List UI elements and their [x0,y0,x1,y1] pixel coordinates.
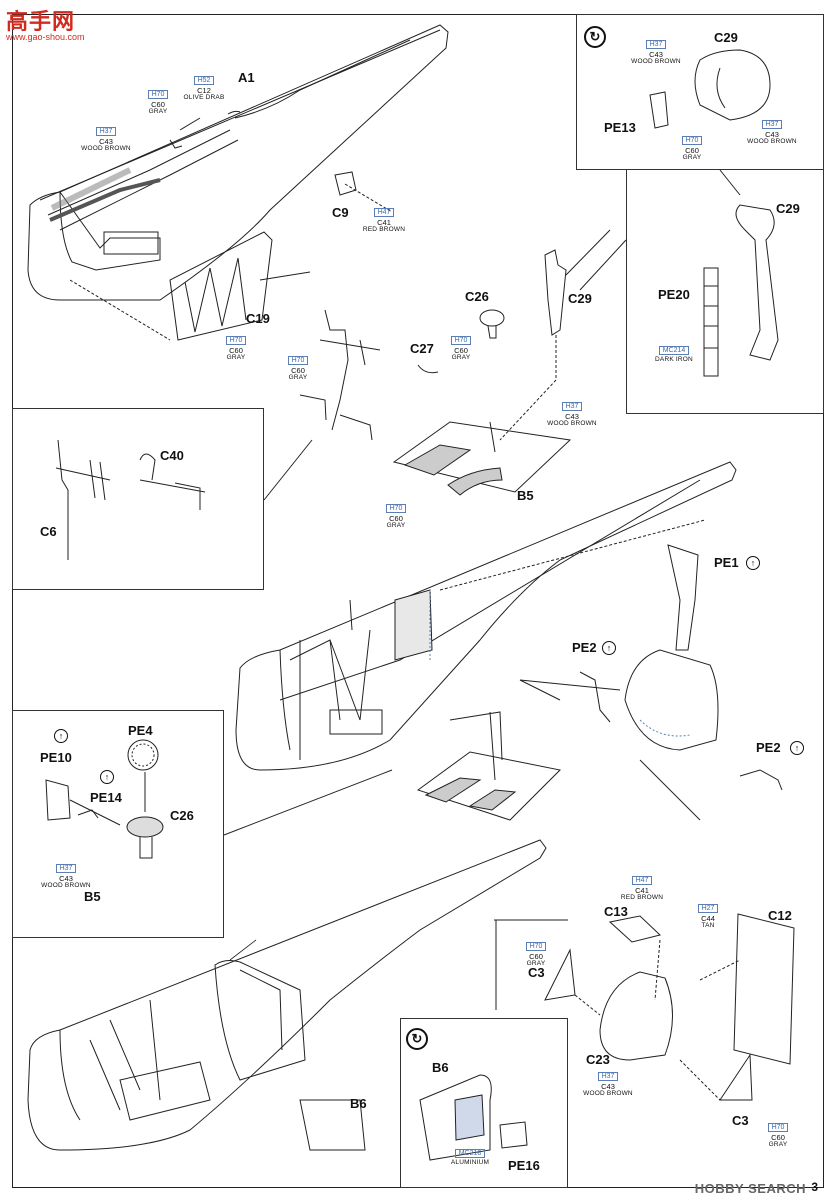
c3-right [719,1053,753,1101]
c6-c40-parts [55,439,206,560]
b5-floor-middle [416,679,562,821]
paint-callout: H47 C41 RED BROWN [620,876,664,901]
label-PE1: PE1 [714,555,739,570]
inset-pe20-frame [626,170,824,414]
fuselage-middle [235,461,737,771]
photo-etch-bend-icon: ↑ [790,741,804,755]
control-stick [299,309,381,441]
paint-callout: H27 C44 TAN [690,898,726,929]
photo-etch-bend-icon: ↑ [54,729,68,743]
label-C3a: C3 [528,965,545,980]
paint-callout: H70 C60 GRAY [287,356,309,381]
paint-callout: H70 C60 GRAY [681,136,703,161]
paint-callout: H70 C60 GRAY [525,942,547,967]
label-PE10: PE10 [40,750,72,765]
pe16-part [499,1121,528,1149]
label-C26a: C26 [465,289,489,304]
label-B6b: B6 [350,1096,367,1111]
inset-c40-frame [12,408,264,590]
label-PE2a: PE2 [572,640,597,655]
c26-part [479,309,505,327]
c13-part [608,915,662,943]
label-A1: A1 [238,70,255,85]
site-watermark: 高手网 www.gao-shou.com [6,4,85,42]
pe20-ladder [703,267,719,377]
label-C6: C6 [40,524,57,539]
inset-b6-frame [400,1018,568,1188]
c29-large [735,204,779,361]
label-PE16: PE16 [508,1158,540,1173]
watermark-title: 高手网 [6,9,76,34]
paint-callout: H70 C60 GRAY [147,90,169,115]
paint-callout: H70 C60 GRAY [450,336,472,361]
inset-pe4-frame [12,710,224,938]
label-C23: C23 [586,1052,610,1067]
label-C19: C19 [246,311,270,326]
label-C29b: C29 [776,201,800,216]
b6-part-main [299,1099,366,1151]
label-B6a: B6 [432,1060,449,1075]
watermark-url: www.gao-shou.com [6,32,85,42]
pe4-inset-parts [45,739,164,859]
label-PE20: PE20 [658,287,690,302]
paint-callout: H70 C60 GRAY [385,504,407,529]
label-C27: C27 [410,341,434,356]
c12-part [733,913,795,1065]
footer-brand: HOBBY SEARCH [694,1181,806,1196]
paint-callout: H70 C60 GRAY [767,1123,789,1148]
paint-callout: H37 C43 WOOD BROWN [747,120,797,145]
label-C9: C9 [332,205,349,220]
seat-pe [519,544,783,821]
inset-seat-detail [576,14,824,170]
paint-callout: MC218 ALUMINIUM [450,1149,490,1166]
label-PE13: PE13 [604,120,636,135]
photo-etch-bend-icon: ↑ [746,556,760,570]
label-PE14: PE14 [90,790,122,805]
fuselage-top [27,24,449,301]
label-C40: C40 [160,448,184,463]
b5-floor-top [392,335,572,496]
b6-part-inset [419,1074,492,1161]
c3-left [544,948,576,1001]
paint-callout: H37 C43 WOOD BROWN [631,40,681,65]
paint-callout: H37 C43 WOOD BROWN [547,402,597,427]
c29-seat-inset [694,49,771,121]
pe13-part [649,91,669,129]
label-C29a: C29 [714,30,738,45]
photo-etch-bend-icon: ↑ [602,641,616,655]
label-PE4: PE4 [128,723,153,738]
paint-callout: H37 C43 WOOD BROWN [41,864,91,889]
label-C29c: C29 [568,291,592,306]
flip-over-icon: ↻ [584,26,606,48]
fuselage-bottom [27,839,547,1151]
page-number: 3 [811,1180,818,1194]
label-C13: C13 [604,904,628,919]
label-PE2b: PE2 [756,740,781,755]
label-B5a: B5 [517,488,534,503]
paint-callout: MC214 DARK IRON [655,346,693,363]
photo-etch-bend-icon: ↑ [100,770,114,784]
paint-callout: H47 C41 RED BROWN [362,208,406,233]
label-C12: C12 [768,908,792,923]
c23-part [599,971,673,1061]
flip-over-icon: ↻ [406,1028,428,1050]
paint-callout: H52 C12 OLIVE DRAB [183,76,225,101]
c9-part [334,171,357,196]
label-C3b: C3 [732,1113,749,1128]
paint-callout: H37 C43 WOOD BROWN [81,127,131,152]
label-C26b: C26 [170,808,194,823]
paint-callout: H37 C43 WOOD BROWN [583,1072,633,1097]
paint-callout: H70 C60 GRAY [225,336,247,361]
c19-frame [69,231,311,341]
c27-part [417,364,439,374]
label-B5b: B5 [84,889,101,904]
c29-small [544,249,567,336]
